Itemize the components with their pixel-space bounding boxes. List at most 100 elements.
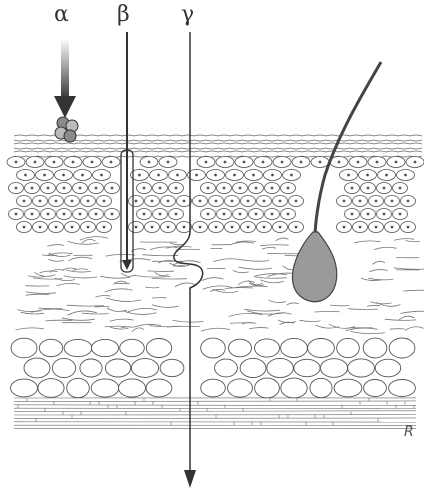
cell-nucleus xyxy=(138,174,141,177)
dermis-fiber xyxy=(100,276,130,278)
fat-cell xyxy=(105,359,130,377)
cell-nucleus xyxy=(39,226,42,229)
cell-nucleus xyxy=(383,213,386,216)
cell-nucleus xyxy=(111,213,114,216)
cell-nucleus xyxy=(414,161,417,164)
cell-nucleus xyxy=(31,213,34,216)
dermis-fiber xyxy=(403,290,424,291)
cell-nucleus xyxy=(391,226,394,229)
dermis-fiber-layer xyxy=(16,237,424,334)
cell-nucleus xyxy=(195,174,198,177)
cell-nucleus xyxy=(383,187,386,190)
dermis-fiber xyxy=(406,241,421,242)
cell-nucleus xyxy=(71,226,74,229)
fat-cell xyxy=(67,378,90,397)
fat-cell xyxy=(364,380,387,397)
cell-nucleus xyxy=(135,226,138,229)
alpha-label: α xyxy=(54,4,69,26)
muscle-layer xyxy=(14,398,416,429)
alpha-arrowhead xyxy=(54,96,76,118)
cell-nucleus xyxy=(231,226,234,229)
cell-nucleus xyxy=(207,187,210,190)
dermis-fiber xyxy=(280,322,295,324)
dermis-fiber xyxy=(82,239,96,243)
cell-nucleus xyxy=(255,213,258,216)
cell-nucleus xyxy=(111,187,114,190)
cell-nucleus xyxy=(375,200,378,203)
fat-cell xyxy=(389,380,416,397)
dermis-fiber xyxy=(361,278,383,280)
cell-nucleus xyxy=(343,200,346,203)
dermis-fiber xyxy=(50,269,64,272)
cell-nucleus xyxy=(47,213,50,216)
dermis-fiber xyxy=(330,305,349,306)
cell-nucleus xyxy=(385,174,388,177)
dermis-fiber xyxy=(21,312,44,314)
fat-cell xyxy=(39,339,62,356)
dermis-fiber xyxy=(48,259,64,261)
cell-nucleus xyxy=(347,174,350,177)
cell-nucleus xyxy=(63,213,66,216)
cell-nucleus xyxy=(151,200,154,203)
alpha-particle xyxy=(55,117,78,142)
cell-nucleus xyxy=(263,226,266,229)
cell-nucleus xyxy=(263,200,266,203)
dermis-fiber xyxy=(106,298,141,302)
cell-nucleus xyxy=(95,213,98,216)
cell-nucleus xyxy=(87,226,90,229)
fat-cell xyxy=(308,339,335,358)
cell-nucleus xyxy=(271,213,274,216)
dermis-fiber xyxy=(287,303,299,305)
cell-nucleus xyxy=(279,200,282,203)
alpha-shaft xyxy=(61,38,69,100)
dermis-fiber xyxy=(145,287,159,288)
cell-nucleus xyxy=(110,161,113,164)
dermis-fiber xyxy=(229,313,263,316)
muscle-fiber xyxy=(14,411,416,412)
dermis-fiber xyxy=(405,327,424,331)
cell-nucleus xyxy=(199,200,202,203)
cell-nucleus xyxy=(79,187,82,190)
dermis-fiber xyxy=(225,288,253,289)
gamma-arrowhead xyxy=(184,470,196,488)
muscle-fiber xyxy=(14,405,416,406)
stratum-corneum-line xyxy=(14,140,422,141)
cell-nucleus xyxy=(233,174,236,177)
fat-cell xyxy=(281,378,307,398)
dermis-fiber xyxy=(57,283,80,285)
artist-signature: R xyxy=(404,424,414,440)
cell-nucleus xyxy=(91,161,94,164)
cell-nucleus xyxy=(252,174,255,177)
fat-cell xyxy=(11,379,38,397)
cell-nucleus xyxy=(239,187,242,190)
dermis-fiber xyxy=(47,245,64,247)
cell-nucleus xyxy=(215,200,218,203)
dermis-fiber xyxy=(45,320,72,321)
stratum-corneum-line xyxy=(14,151,422,152)
cell-nucleus xyxy=(62,174,65,177)
cell-nucleus xyxy=(167,200,170,203)
cell-nucleus xyxy=(199,226,202,229)
fat-cell xyxy=(255,378,280,398)
cell-nucleus xyxy=(223,187,226,190)
dermis-fiber xyxy=(249,328,268,329)
cell-nucleus xyxy=(148,161,151,164)
cell-nucleus xyxy=(262,161,265,164)
cell-nucleus xyxy=(43,174,46,177)
fat-cell xyxy=(24,358,50,378)
cell-nucleus xyxy=(176,174,179,177)
dermis-fiber xyxy=(40,271,58,273)
cell-nucleus xyxy=(367,213,370,216)
cell-nucleus xyxy=(223,213,226,216)
dermis-fiber xyxy=(134,324,162,327)
dermis-fiber xyxy=(255,277,287,278)
dermis-fiber xyxy=(105,326,126,327)
dermis-fiber xyxy=(64,276,98,278)
cell-nucleus xyxy=(357,161,360,164)
fat-cell xyxy=(146,339,171,358)
fat-cell xyxy=(281,338,308,357)
beta-label: β xyxy=(117,4,130,26)
fat-cell xyxy=(52,358,75,377)
dermis-fiber xyxy=(121,273,135,276)
cell-nucleus xyxy=(255,187,258,190)
